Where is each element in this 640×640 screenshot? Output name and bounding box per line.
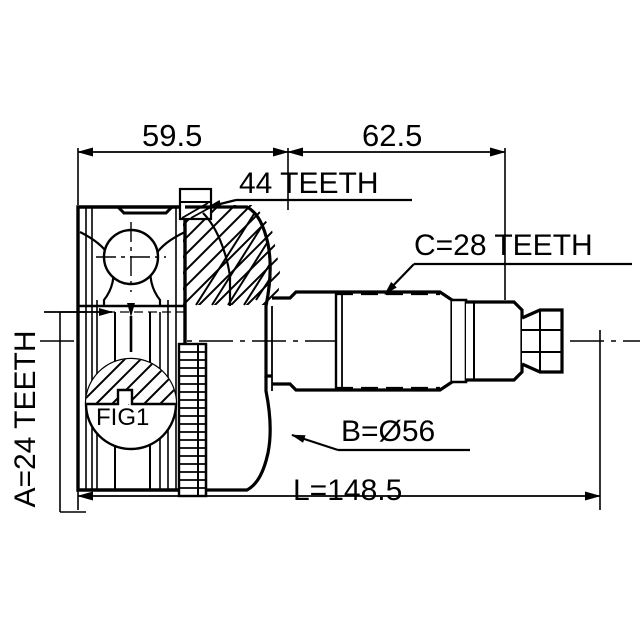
label-inner-spline-teeth: C=28 TEETH <box>414 229 593 262</box>
leader-44-teeth <box>207 198 412 209</box>
dimension-label-59-5: 59.5 <box>142 118 203 153</box>
housing-top-tab <box>178 187 213 221</box>
label-detail-bubble: FIG1 <box>96 404 150 431</box>
leader-c28-teeth <box>384 262 632 295</box>
dimension-overall-length <box>77 330 601 510</box>
dimension-label-outer-diameter: B=Ø56 <box>341 415 436 448</box>
threaded-end-hex <box>521 308 564 374</box>
housing-neck-section <box>185 205 273 492</box>
abs-tone-ring <box>177 342 208 498</box>
dimension-62-5 <box>287 147 506 300</box>
label-abs-ring-teeth: 44 TEETH <box>239 167 379 200</box>
splined-shaft <box>272 290 564 392</box>
dimension-label-overall-length: L=148.5 <box>293 474 403 507</box>
fig1-detail-bubble <box>84 357 178 451</box>
cv-joint-outer-housing <box>44 205 280 492</box>
label-outer-spline-teeth: A=24 TEETH <box>9 330 42 508</box>
dimension-a24-extension <box>59 311 86 513</box>
leader-b-diameter <box>291 433 470 452</box>
dimension-label-62-5: 62.5 <box>362 118 423 153</box>
